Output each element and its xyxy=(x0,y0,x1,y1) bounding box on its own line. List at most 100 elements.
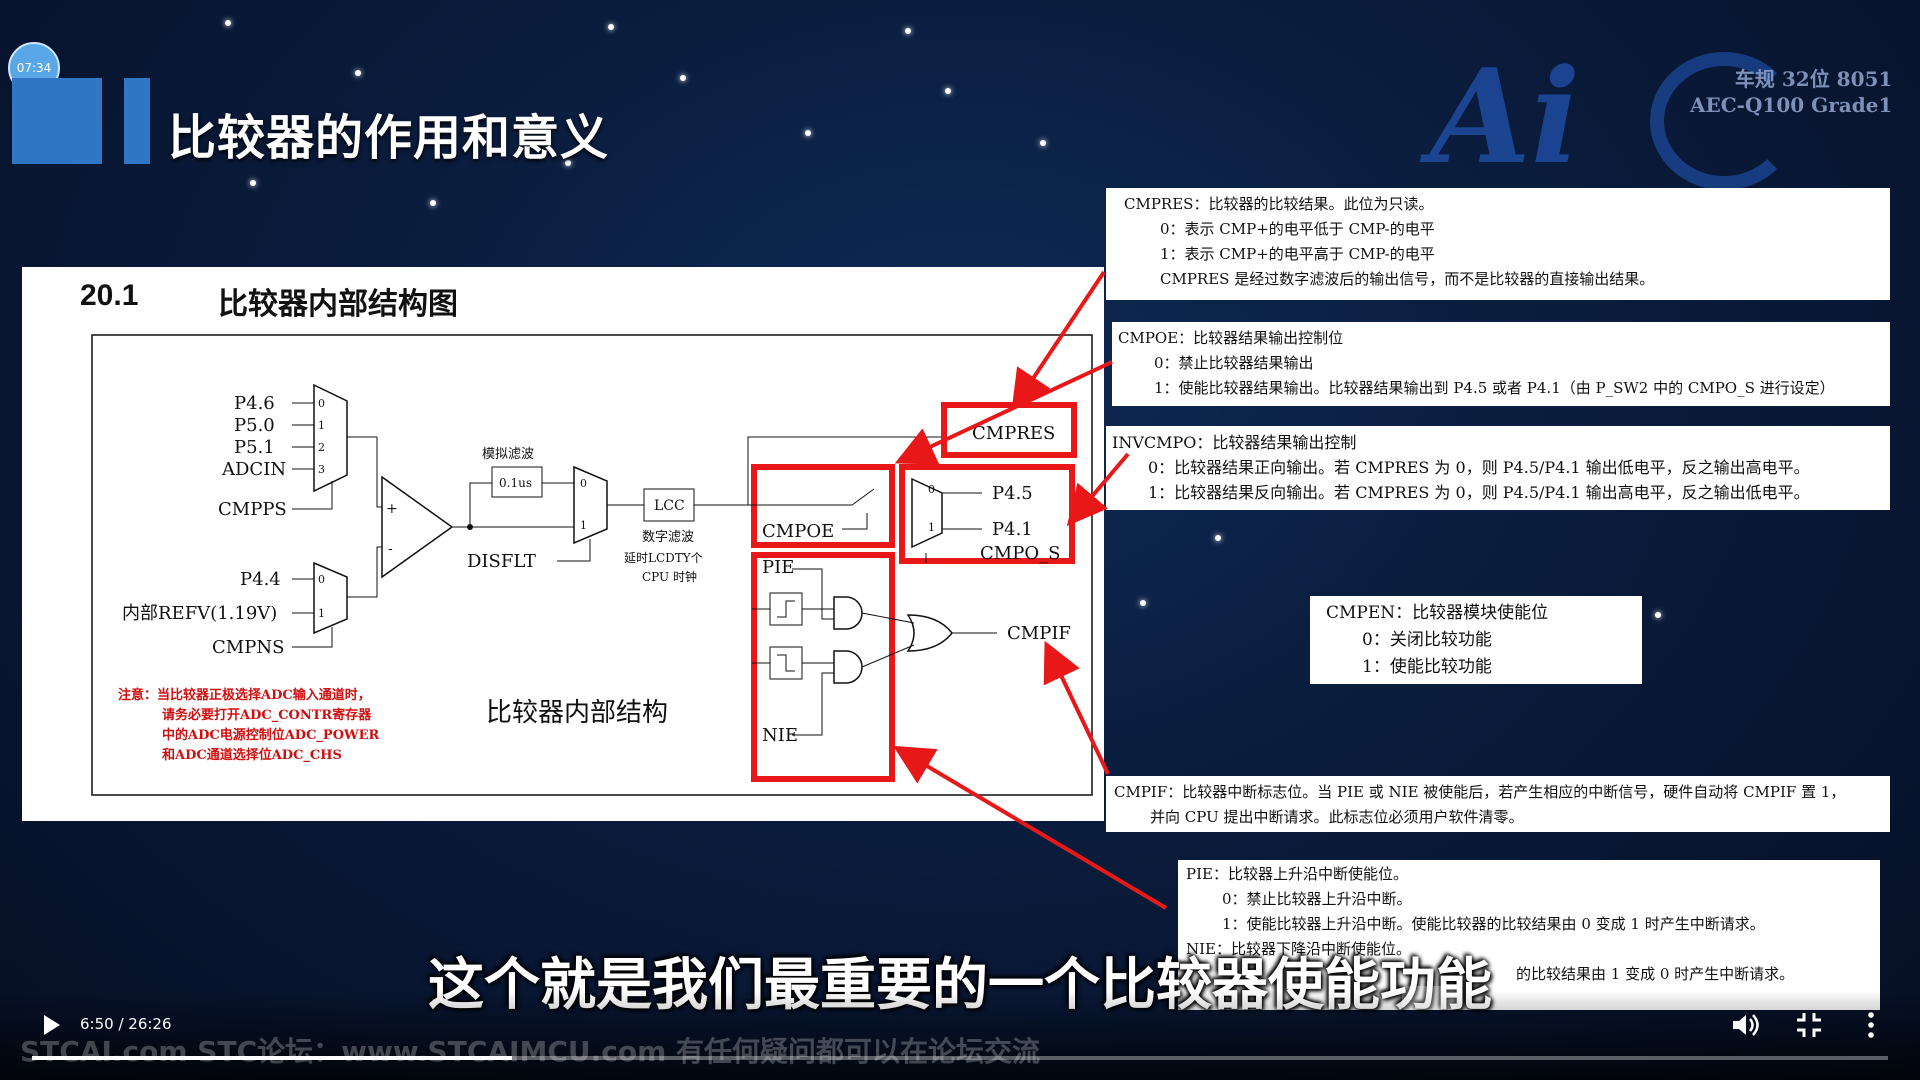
title-decor-block xyxy=(12,78,102,164)
volume-icon[interactable] xyxy=(1728,1008,1762,1042)
pin-p45: P4.5 xyxy=(992,483,1033,504)
and-gate-pie xyxy=(833,596,863,630)
mux-idx: 1 xyxy=(928,521,935,534)
switch xyxy=(748,488,875,506)
mux-idx: 3 xyxy=(318,463,325,476)
wire xyxy=(347,546,382,598)
pin-p41: P4.1 xyxy=(992,519,1033,540)
star xyxy=(805,130,811,136)
mux-idx: 1 xyxy=(318,419,325,432)
note-line: 1：使能比较器上升沿中断。使能比较器的比较结果由 0 变成 1 时产生中断请求。 xyxy=(1222,915,1765,933)
filter-box xyxy=(491,466,543,498)
player-control-bar xyxy=(0,990,1920,1080)
input-adcin: ADCIN xyxy=(221,459,286,480)
label-digital-filter: 数字滤波 xyxy=(642,530,694,545)
mux-idx: 0 xyxy=(318,573,325,586)
play-icon[interactable] xyxy=(36,1010,66,1040)
star xyxy=(355,70,361,76)
wire xyxy=(469,482,492,527)
falling-edge-icon xyxy=(777,654,795,672)
note-line: CMPEN：比较器模块使能位 xyxy=(1326,603,1549,623)
note-cmpoe: CMPOE：比较器结果输出控制位 0：禁止比较器结果输出 1：使能比较器结果输出… xyxy=(1112,322,1890,406)
wire xyxy=(747,436,942,505)
title-decor-bar xyxy=(124,78,150,164)
mux-idx: 2 xyxy=(318,441,325,454)
delay-note-2: CPU 时钟 xyxy=(642,569,697,584)
star xyxy=(1215,535,1221,541)
note-cmpen: CMPEN：比较器模块使能位 0：关闭比较功能 1：使能比较功能 xyxy=(1310,596,1642,684)
section-number: 20.1 xyxy=(80,279,139,312)
wire xyxy=(861,644,915,668)
input-p51: P5.1 xyxy=(234,437,275,458)
star xyxy=(1040,140,1046,146)
label-nie: NIE xyxy=(762,725,798,746)
note-line: 的比较结果由 1 变成 0 时产生中断请求。 xyxy=(1516,965,1795,983)
label-cmpo-s: CMPO_S xyxy=(980,543,1060,564)
star xyxy=(250,180,256,186)
note-line: 并向 CPU 提出中断请求。此标志位必须用户软件清零。 xyxy=(1150,808,1524,826)
watermark: STCAI.com STC论坛：www.STCAIMCU.com 有任何疑问都可… xyxy=(20,1035,1041,1068)
input-refv: 内部REFV(1.19V) xyxy=(122,603,277,624)
note-line: PIE：比较器上升沿中断使能位。 xyxy=(1186,865,1408,883)
fullscreen-exit-icon[interactable] xyxy=(1792,1008,1826,1042)
star xyxy=(565,160,571,166)
wire xyxy=(557,539,591,562)
label-cmpres: CMPRES xyxy=(972,423,1055,444)
note-line: 0：关闭比较功能 xyxy=(1362,630,1492,650)
diagram-panel: 20.1 比较器内部结构图 P4.6 P5.0 P5.1 ADCIN 0 1 2… xyxy=(22,267,1104,821)
note-line: 1：使能比较功能 xyxy=(1362,657,1492,677)
note-line: CMPIF：比较器中断标志位。当 PIE 或 NIE 被使能后，若产生相应的中断… xyxy=(1114,783,1846,801)
label-cmpns: CMPNS xyxy=(212,637,284,658)
lcc-label: LCC xyxy=(654,498,685,514)
label-pie: PIE xyxy=(762,557,794,578)
note-line: 1：使能比较器结果输出。比较器结果输出到 P4.5 或者 P4.1（由 P_SW… xyxy=(1154,379,1835,397)
progress-bar[interactable] xyxy=(32,1056,1888,1060)
caption-toggle-button[interactable] xyxy=(1402,986,1456,1010)
plus-sign: + xyxy=(386,501,398,517)
time-display: 6:50 / 26:26 xyxy=(80,1015,172,1033)
label-cmpoe: CMPOE xyxy=(762,521,834,542)
comparator-diagram: P4.6 P5.0 P5.1 ADCIN 0 1 2 3 CMPPS P4.4 … xyxy=(91,334,1093,796)
interrupt-highlight xyxy=(751,552,895,782)
note-pie: PIE：比较器上升沿中断使能位。 0：禁止比较器上升沿中断。 1：使能比较器上升… xyxy=(1178,860,1880,1010)
section-title: 比较器内部结构图 xyxy=(218,287,458,322)
filter-time: 0.1us xyxy=(499,476,532,490)
mux-positive xyxy=(313,383,348,493)
warning-line-2: 请务必要打开ADC_CONTR寄存器 xyxy=(162,707,372,723)
diagram-frame xyxy=(91,334,1093,796)
warning-line-1: 注意：当比较器正极选择ADC输入通道时， xyxy=(118,687,371,703)
wire xyxy=(292,627,333,648)
more-icon[interactable] xyxy=(1854,1008,1888,1042)
mux-idx: 0 xyxy=(928,483,935,496)
star xyxy=(1140,600,1146,606)
note-line: 0：禁止比较器结果输出 xyxy=(1154,354,1314,372)
cmpoe-highlight xyxy=(751,464,895,548)
mux-idx: 0 xyxy=(318,397,325,410)
star xyxy=(945,88,951,94)
note-line: CMPRES：比较器的比较结果。此位为只读。 xyxy=(1124,195,1434,213)
slide-title: 比较器的作用和意义 xyxy=(168,110,610,166)
note-line: 0：比较器结果正向输出。若 CMPRES 为 0，则 P4.5/P4.1 输出低… xyxy=(1148,458,1810,477)
star xyxy=(680,75,686,81)
mux-idx: 0 xyxy=(580,477,587,490)
note-line: 1：表示 CMP+的电平高于 CMP-的电平 xyxy=(1160,245,1435,263)
delay-note-1: 延时LCDTY个 xyxy=(624,551,703,565)
note-line: NIE：比较器下降沿中断使能位。 xyxy=(1186,940,1412,958)
logo-caption: 车规 32位 8051 AEC-Q100 Grade1 xyxy=(1690,66,1892,118)
note-line: 0：表示 CMP+的电平低于 CMP-的电平 xyxy=(1160,220,1435,238)
label-disflt: DISFLT xyxy=(467,551,536,572)
note-invcmpo: INVCMPO：比较器结果输出控制 0：比较器结果正向输出。若 CMPRES 为… xyxy=(1106,426,1890,510)
logo-line-2: AEC-Q100 Grade1 xyxy=(1690,93,1893,117)
ai-logo: Ai xyxy=(1430,40,1581,193)
star xyxy=(608,24,614,30)
warning-line-4: 和ADC通道选择位ADC_CHS xyxy=(162,747,342,763)
comparator-symbol xyxy=(381,475,454,579)
wire xyxy=(792,568,834,620)
star xyxy=(225,20,231,26)
mux-idx: 1 xyxy=(580,519,587,532)
note-line: 0：禁止比较器上升沿中断。 xyxy=(1222,890,1412,908)
label-cmpps: CMPPS xyxy=(218,499,287,520)
wire xyxy=(861,612,915,624)
warning-line-3: 中的ADC电源控制位ADC_POWER xyxy=(162,727,380,743)
input-p50: P5.0 xyxy=(234,415,275,436)
